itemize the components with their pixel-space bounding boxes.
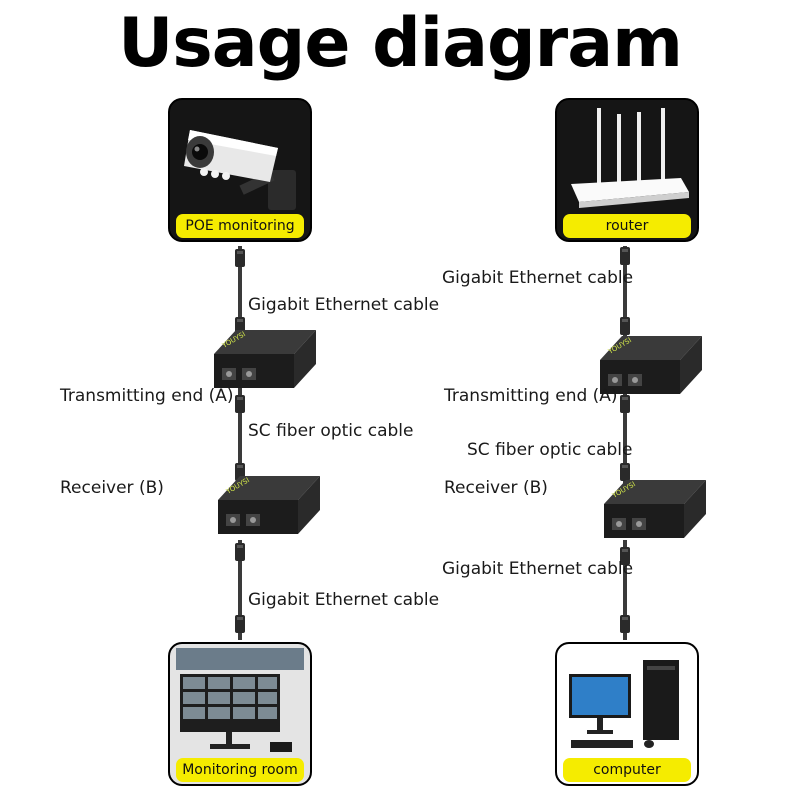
right-ethernet-cable-bottom — [620, 540, 630, 640]
right-cable-top-label: Gigabit Ethernet cable — [442, 268, 634, 288]
label-poe-monitoring: POE monitoring — [176, 214, 304, 238]
card-router: router — [555, 98, 699, 242]
right-transmitter-label: Transmitting end (A) — [444, 386, 618, 406]
right-cable-bottom-label: Gigabit Ethernet cable — [442, 559, 634, 579]
left-ethernet-cable-bottom — [235, 540, 245, 640]
converter-right-receiver: YOUYSI — [604, 480, 706, 538]
monitor-wall-icon — [170, 644, 310, 784]
card-monitoring-room: Monitoring room — [168, 642, 312, 786]
page-title: Usage diagram — [118, 4, 683, 83]
right-fiber-cable — [620, 386, 630, 500]
left-ethernet-cable-top — [235, 246, 245, 338]
label-computer: computer — [563, 758, 691, 782]
label-router: router — [563, 214, 691, 238]
left-cable-top-label: Gigabit Ethernet cable — [248, 295, 440, 315]
left-cable-bottom-label: Gigabit Ethernet cable — [248, 590, 440, 610]
card-computer: computer — [555, 642, 699, 786]
left-transmitter-label: Transmitting end (A) — [60, 386, 234, 406]
right-receiver-label: Receiver (B) — [444, 478, 548, 498]
converter-left-receiver: YOUYSI — [218, 476, 320, 534]
left-receiver-label: Receiver (B) — [60, 478, 164, 498]
card-poe-monitoring: POE monitoring — [168, 98, 312, 242]
left-fiber-label: SC fiber optic cable — [248, 421, 414, 441]
right-ethernet-cable-top — [620, 246, 630, 338]
label-monitoring-room: Monitoring room — [176, 758, 304, 782]
converter-right-transmitter: YOUYSI — [600, 336, 702, 394]
right-fiber-label: SC fiber optic cable — [467, 440, 633, 460]
converter-left-transmitter: YOUYSI — [214, 330, 316, 388]
